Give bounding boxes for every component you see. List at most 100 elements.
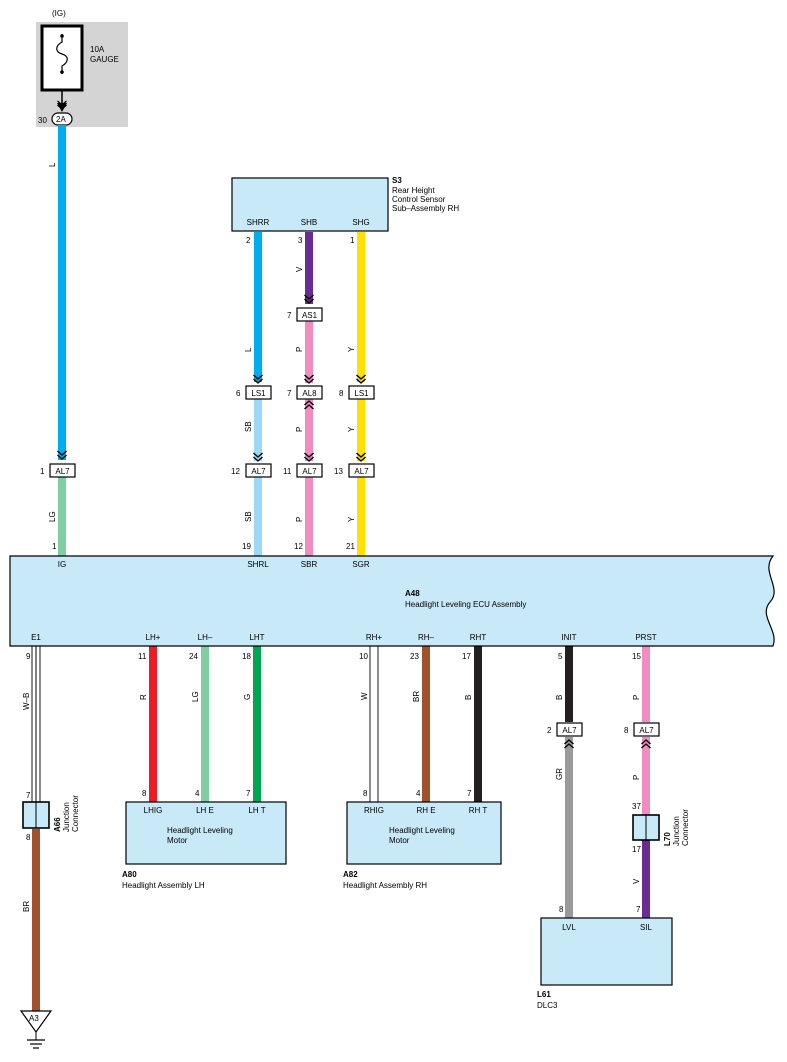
svg-text:IG: IG (58, 560, 66, 569)
svg-text:17: 17 (632, 845, 641, 854)
svg-text:LH T: LH T (248, 806, 265, 815)
svg-text:LH+: LH+ (146, 633, 161, 642)
svg-text:RH+: RH+ (366, 633, 383, 642)
svg-text:24: 24 (189, 652, 198, 661)
a80-motor-box (125, 801, 287, 865)
wire-W-rhp (369, 645, 379, 803)
ground-triangle-icon (19, 1010, 53, 1034)
svg-text:DLC3: DLC3 (537, 1001, 558, 1010)
svg-text:RH E: RH E (416, 806, 435, 815)
l61-code: L61 (537, 990, 551, 999)
svg-text:7: 7 (467, 789, 472, 798)
svg-text:Control Sensor: Control Sensor (392, 195, 446, 204)
svg-text:AL7: AL7 (302, 467, 317, 476)
svg-text:P: P (295, 347, 304, 352)
fuse-element-icon (56, 34, 68, 74)
svg-text:SHRL: SHRL (247, 560, 269, 569)
svg-text:Rear Height: Rear Height (392, 186, 435, 195)
svg-text:V: V (295, 266, 304, 272)
s3-sensor: S3 Rear Height Control Sensor Sub–Assemb… (231, 176, 459, 245)
svg-text:8: 8 (624, 726, 629, 735)
svg-text:P: P (295, 427, 304, 432)
a82-motor-box (346, 801, 502, 865)
svg-text:7: 7 (287, 389, 292, 398)
svg-text:7: 7 (246, 789, 251, 798)
ecu-a48: A48 Headlight Leveling ECU Assembly IG S… (9, 542, 775, 661)
s3-terminal-shg: SHG (352, 218, 369, 227)
svg-text:17: 17 (462, 652, 471, 661)
wire-SB-mid (254, 399, 262, 461)
svg-text:LH–: LH– (198, 633, 213, 642)
svg-text:3: 3 (298, 236, 303, 245)
svg-text:LH E: LH E (196, 806, 214, 815)
wire-LG-ig (58, 477, 66, 556)
svg-text:7: 7 (636, 905, 641, 914)
svg-text:8: 8 (559, 905, 564, 914)
svg-text:AL8: AL8 (302, 389, 317, 398)
connector-al7-p (296, 463, 323, 478)
l61-dlc3: 8 7 LVL SIL L61 DLC3 (537, 905, 673, 1010)
svg-text:19: 19 (242, 542, 251, 551)
wire-B-rht (474, 646, 482, 802)
svg-text:Connector: Connector (71, 795, 80, 832)
a66-junction-connector: 7 8 A66 Junction Connector (22, 791, 80, 842)
svg-text:LHIG: LHIG (144, 806, 163, 815)
ig-label: (IG) (52, 9, 66, 18)
svg-text:12: 12 (294, 542, 303, 551)
svg-text:LG: LG (191, 691, 200, 702)
svg-text:LVL: LVL (562, 923, 576, 932)
svg-text:7: 7 (26, 791, 31, 800)
svg-text:21: 21 (346, 542, 355, 551)
svg-text:E1: E1 (31, 633, 41, 642)
connector-al7-prst (633, 722, 660, 737)
svg-text:R: R (139, 694, 148, 700)
wire-color-labels: L LG L SB SB V P P P Y Y Y W–B BR R LG G… (22, 162, 641, 912)
wire-LG-lhe (201, 646, 209, 802)
svg-text:LS1: LS1 (354, 389, 369, 398)
svg-text:G: G (243, 694, 252, 700)
a82-code: A82 (343, 870, 358, 879)
svg-text:5: 5 (558, 652, 563, 661)
svg-text:4: 4 (416, 789, 421, 798)
s3-box (231, 177, 389, 232)
svg-text:8: 8 (363, 789, 368, 798)
a66-code: A66 (53, 817, 62, 832)
svg-text:Y: Y (347, 346, 356, 352)
svg-text:L: L (244, 347, 253, 352)
svg-text:W: W (360, 692, 369, 700)
ground-a3: A3 (19, 1010, 53, 1049)
fuse-block: (IG) 10A GAUGE 2A 30 (36, 9, 128, 127)
svg-text:SIL: SIL (640, 923, 653, 932)
wire-Y-mid (357, 399, 365, 461)
svg-text:RHT: RHT (470, 633, 487, 642)
svg-text:2: 2 (547, 726, 552, 735)
ecu-name: Headlight Leveling ECU Assembly (405, 600, 526, 609)
svg-text:L: L (48, 162, 57, 167)
wire-P-prst (642, 646, 650, 722)
a80-code: A80 (122, 870, 137, 879)
connector-as1 (296, 307, 323, 322)
svg-text:P: P (295, 517, 304, 522)
wire-V-shb (305, 232, 313, 304)
svg-text:B: B (464, 695, 473, 700)
svg-text:18: 18 (242, 652, 251, 661)
svg-text:Headlight Leveling: Headlight Leveling (389, 826, 455, 835)
svg-text:SB: SB (244, 511, 253, 522)
fuse-rating: 10A (90, 45, 105, 54)
svg-text:AL7: AL7 (639, 726, 654, 735)
wire-P-shb-1 (305, 321, 313, 383)
svg-text:SGR: SGR (352, 560, 370, 569)
fuse-name: GAUGE (90, 55, 119, 64)
svg-text:1: 1 (40, 467, 45, 476)
svg-text:10: 10 (359, 652, 368, 661)
svg-text:A3: A3 (29, 1014, 39, 1023)
svg-text:Motor: Motor (389, 836, 410, 845)
a82-headlight-rh: 8 4 7 RHIG RH E RH T Headlight Leveling … (343, 789, 502, 890)
svg-text:Headlight Assembly LH: Headlight Assembly LH (122, 881, 205, 890)
s3-terminal-shrr: SHRR (247, 218, 270, 227)
svg-text:INIT: INIT (561, 633, 576, 642)
svg-text:AL7: AL7 (562, 726, 577, 735)
svg-text:W–B: W–B (22, 693, 31, 710)
wire-L-fuse (58, 125, 66, 460)
wire-GR-init (565, 737, 573, 918)
